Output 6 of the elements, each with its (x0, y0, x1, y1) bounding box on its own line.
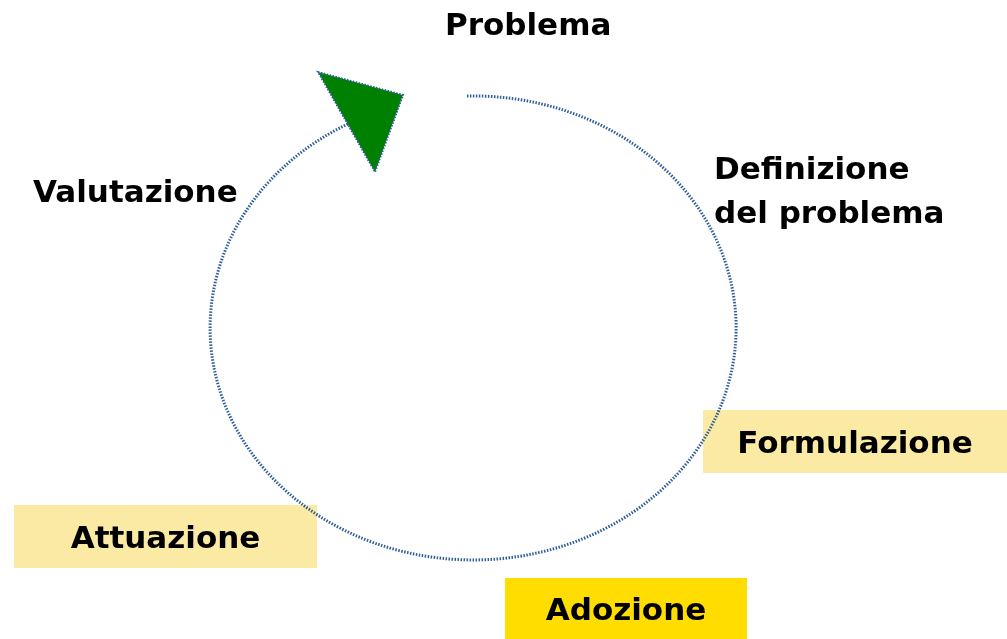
stage-box: Adozione (505, 578, 747, 639)
stage-box: Attuazione (14, 505, 317, 568)
stage-label: Valutazione (33, 173, 238, 209)
stage-label: Problema (445, 6, 612, 42)
stage-box: Formulazione (703, 410, 1007, 473)
stage-label: Definizione del problema (714, 149, 946, 232)
